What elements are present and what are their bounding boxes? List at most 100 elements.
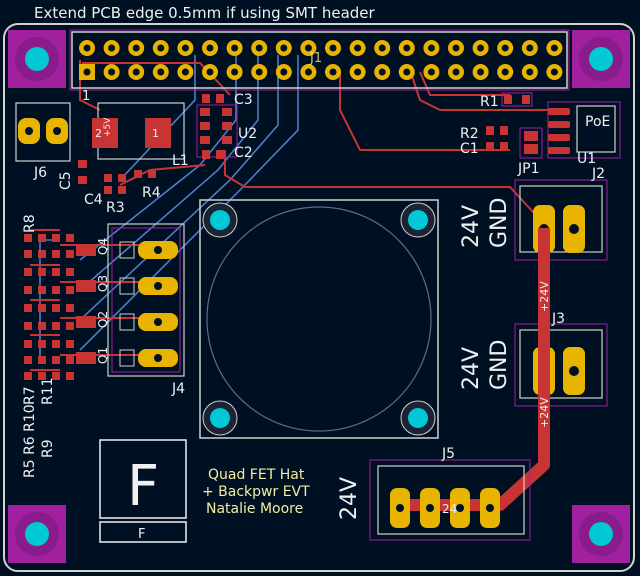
header-pin [423, 40, 440, 56]
mounting-hole-tl [8, 30, 66, 88]
header-pin [103, 64, 120, 80]
fet-row [76, 313, 178, 331]
board-edge [3, 23, 635, 572]
header-pin [202, 40, 218, 56]
header-pin [472, 40, 489, 56]
header-pin [325, 40, 341, 56]
bank-resistor [24, 372, 74, 380]
label-r4: R4 [142, 185, 161, 201]
header-ref-j1: J1 [309, 51, 322, 66]
mounting-hole-br [572, 505, 630, 563]
fet-row [76, 349, 178, 367]
label-q3: Q3 [96, 275, 110, 292]
header-j1: J1 1 [69, 29, 570, 104]
header-pin [251, 64, 268, 80]
bank-resistor [24, 268, 74, 276]
capacitor-c2 [202, 150, 224, 159]
label-j3-24v: 24V [459, 347, 484, 390]
header-pin [103, 40, 120, 56]
header-pin [521, 40, 538, 56]
header-pin [497, 64, 514, 80]
fet-row [76, 241, 178, 259]
label-j2-24v: 24V [459, 205, 484, 248]
header-pin1-marker: 1 [82, 89, 90, 104]
label-r3: R3 [106, 200, 125, 216]
header-pin [448, 64, 464, 80]
label-r2: R2 [460, 126, 479, 142]
silk-logo-box: F F [99, 439, 187, 543]
header-pin [349, 64, 366, 80]
label-pad-1: 1 [152, 127, 159, 140]
header-pin [128, 64, 145, 80]
label-r1: R1 [480, 94, 499, 110]
fet-rows [76, 241, 178, 367]
label-q1: Q1 [96, 347, 110, 364]
bank-resistor [24, 304, 74, 312]
mounting-hole-bl [8, 505, 66, 563]
connector-j5 [369, 459, 531, 541]
connector-j6 [15, 102, 71, 162]
bank-resistor [24, 322, 74, 330]
silk-logo-letter: F [127, 454, 159, 519]
resistor-bank-left [24, 234, 74, 380]
header-pin [448, 40, 464, 56]
label-u1: U1 [577, 151, 596, 167]
header-pin [349, 40, 366, 56]
capacitor-c1 [486, 142, 508, 151]
connector-j2 [514, 179, 608, 261]
header-pin [79, 64, 95, 80]
header-pin [177, 40, 194, 56]
header-pin [546, 64, 563, 80]
header-pin [398, 64, 415, 80]
label-j2-gnd: GND [487, 198, 512, 248]
label-left-refs-1: R5 R6 R10 [22, 404, 38, 478]
label-j2: J2 [591, 166, 605, 182]
label-l1: L1 [172, 153, 189, 169]
label-plus5v: +5V [103, 117, 113, 137]
label-c2: C2 [234, 145, 253, 161]
bank-resistor [24, 234, 74, 242]
label-c1: C1 [460, 141, 479, 157]
header-pin [546, 40, 563, 56]
bank-resistor [24, 340, 74, 348]
header-pin [275, 40, 292, 56]
label-poe: PoE [585, 114, 610, 130]
header-pin [374, 64, 391, 80]
label-q2: Q2 [96, 311, 110, 328]
label-j3: J3 [551, 311, 565, 327]
bank-resistor [24, 356, 74, 364]
resistor-r1 [501, 92, 533, 107]
bank-resistor [24, 250, 74, 258]
header-pin [497, 40, 514, 56]
inductor-l1: +5V 1 2 [92, 102, 185, 160]
header-pin [152, 40, 169, 56]
label-j6: J6 [33, 165, 47, 181]
label-jp1: JP1 [517, 161, 539, 177]
label-j3-gnd: GND [487, 340, 512, 390]
label-net-plus24v-1: +24V [538, 281, 551, 312]
bank-resistor [24, 286, 74, 294]
title-line-3: Natalie Moore [206, 501, 303, 517]
header-pin [275, 64, 292, 80]
silk-note-extend-edge: Extend PCB edge 0.5mm if using SMT heade… [34, 4, 376, 22]
header-pin [226, 64, 243, 80]
header-pin [128, 40, 145, 56]
trace-plus24v [395, 228, 550, 511]
title-line-1: Quad FET Hat [208, 467, 305, 483]
header-pin [374, 40, 391, 56]
header-pin [226, 40, 243, 56]
label-u2: U2 [238, 126, 257, 142]
header-pin [79, 40, 95, 56]
resistor-r4 [134, 170, 156, 178]
fan-footprint [199, 199, 439, 439]
connector-j4 [107, 223, 185, 377]
label-q4: Q4 [96, 238, 110, 255]
label-j5: J5 [441, 446, 455, 462]
header-pin [300, 40, 317, 56]
label-r8: R8 [22, 214, 38, 233]
label-net-24: 24 [442, 502, 457, 516]
label-net-plus24v-2: +24V [538, 397, 551, 428]
header-pin [521, 64, 538, 80]
label-pad-2: 2 [95, 127, 102, 140]
